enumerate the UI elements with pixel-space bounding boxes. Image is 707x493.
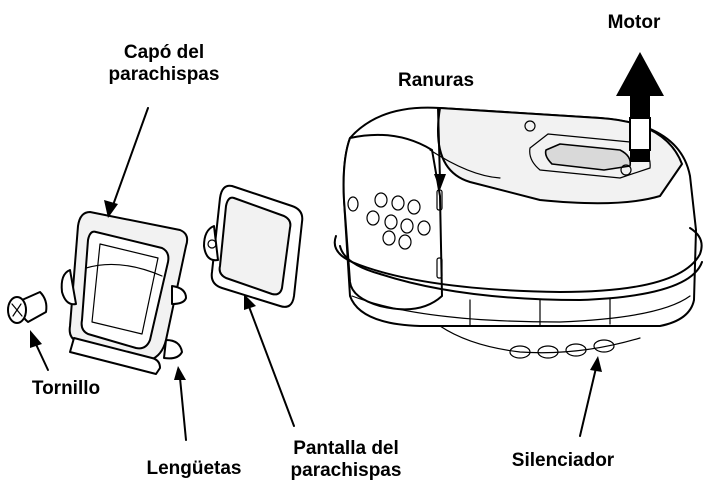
leader-lines [30,107,602,441]
hood-label: Capó del parachispas [94,42,234,86]
motor-label: Motor [607,12,661,33]
screen-label-line2: parachispas [290,460,402,481]
tabs-label: Lengüetas [146,458,242,479]
muffler-label: Silenciador [511,450,615,471]
screen-label: Pantalla del parachispas [266,438,426,482]
screw-illustration [7,291,48,324]
muffler-illustration [333,106,703,359]
spark-arrester-screen-illustration [203,184,304,308]
screw-label: Tornillo [31,378,101,399]
hood-label-line2: parachispas [108,64,220,85]
screen-label-line1: Pantalla del [293,438,399,459]
hood-label-line1: Capó del [123,42,205,63]
motor-arrow [616,52,664,162]
spark-arrester-hood-illustration [60,211,189,375]
slots-label: Ranuras [397,70,475,91]
